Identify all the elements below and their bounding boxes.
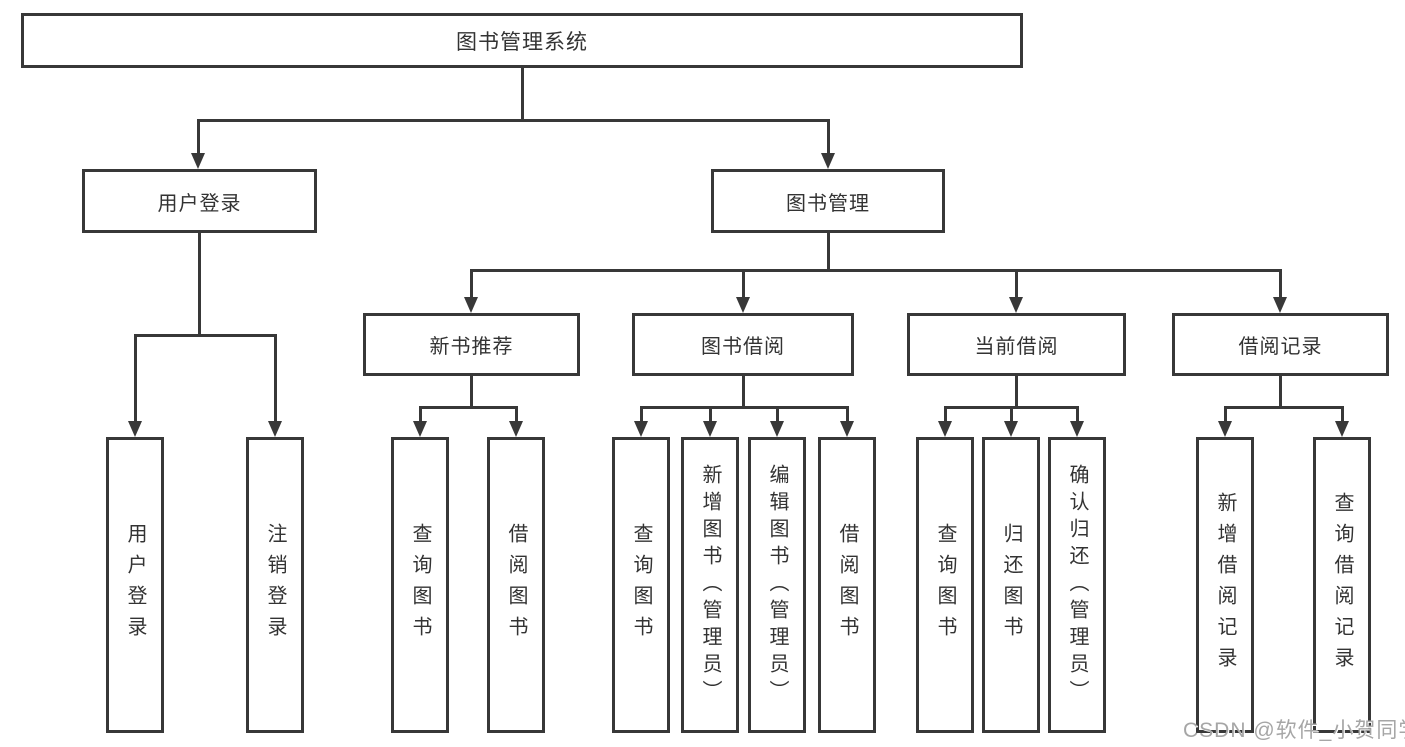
connector-vline <box>134 334 137 423</box>
connector-vline <box>1076 406 1079 423</box>
connector-vline <box>846 406 849 423</box>
connector-vline <box>944 406 947 423</box>
connector-hline <box>134 334 276 337</box>
connector-hline <box>470 269 1281 272</box>
arrowhead-down-icon <box>464 297 478 313</box>
node-borrowing-records: 借阅记录 <box>1172 313 1389 376</box>
arrowhead-down-icon <box>770 421 784 437</box>
leaf-current-return-books-label: 归还图书 <box>1000 523 1022 647</box>
connector-vline <box>419 406 422 423</box>
connector-vline <box>709 406 712 423</box>
arrowhead-down-icon <box>413 421 427 437</box>
leaf-records-query-record-label: 查询借阅记录 <box>1331 492 1353 678</box>
connector-vline <box>470 376 473 409</box>
connector-vline <box>515 406 518 423</box>
leaf-current-confirm-return: 确认归还（管理员） <box>1048 437 1106 733</box>
arrowhead-down-icon <box>1004 421 1018 437</box>
leaf-borrowing-query-books-label: 查询图书 <box>630 523 652 647</box>
arrowhead-down-icon <box>736 297 750 313</box>
arrowhead-down-icon <box>1218 421 1232 437</box>
connector-vline <box>1224 406 1227 423</box>
node-root-label: 图书管理系统 <box>456 30 588 54</box>
connector-vline <box>1015 376 1018 409</box>
connector-hline <box>640 406 848 409</box>
leaf-borrowing-borrow-books-label: 借阅图书 <box>836 523 858 647</box>
leaf-current-return-books: 归还图书 <box>982 437 1040 733</box>
leaf-borrowing-add-books: 新增图书（管理员） <box>681 437 739 733</box>
node-book-borrowing-label: 图书借阅 <box>701 336 785 358</box>
connector-vline <box>198 232 201 336</box>
node-new-book-recommend: 新书推荐 <box>363 313 580 376</box>
arrowhead-down-icon <box>509 421 523 437</box>
leaf-user-login-label: 用户登录 <box>124 523 146 647</box>
node-book-management: 图书管理 <box>711 169 945 233</box>
connector-vline <box>1341 406 1344 423</box>
arrowhead-down-icon <box>1335 421 1349 437</box>
arrowhead-down-icon <box>840 421 854 437</box>
leaf-user-login: 用户登录 <box>106 437 164 733</box>
leaf-borrowing-edit-books-label: 编辑图书（管理员） <box>766 463 788 707</box>
leaf-logout: 注销登录 <box>246 437 304 733</box>
arrowhead-down-icon <box>634 421 648 437</box>
leaf-borrowing-add-books-label: 新增图书（管理员） <box>699 463 721 707</box>
node-user-login-branch-label: 用户登录 <box>157 192 242 215</box>
leaf-logout-label: 注销登录 <box>264 523 286 647</box>
arrowhead-down-icon <box>703 421 717 437</box>
leaf-recommend-query-books: 查询图书 <box>391 437 449 733</box>
leaf-current-query-books-label: 查询图书 <box>934 523 956 647</box>
node-root: 图书管理系统 <box>21 13 1023 68</box>
arrowhead-down-icon <box>1070 421 1084 437</box>
connector-vline <box>470 269 473 300</box>
connector-vline <box>521 66 524 122</box>
connector-vline <box>742 269 745 300</box>
leaf-records-add-record: 新增借阅记录 <box>1196 437 1254 733</box>
connector-vline <box>742 376 745 409</box>
connector-vline <box>1279 269 1282 300</box>
node-borrowing-records-label: 借阅记录 <box>1238 336 1323 358</box>
leaf-borrowing-borrow-books: 借阅图书 <box>818 437 876 733</box>
arrowhead-down-icon <box>1273 297 1287 313</box>
arrowhead-down-icon <box>821 153 835 169</box>
leaf-records-add-record-label: 新增借阅记录 <box>1214 492 1236 678</box>
node-book-management-label: 图书管理 <box>786 192 870 215</box>
leaf-current-query-books: 查询图书 <box>916 437 974 733</box>
connector-vline <box>1015 269 1018 300</box>
node-current-borrowing-label: 当前借阅 <box>974 336 1059 358</box>
connector-vline <box>1279 376 1282 409</box>
node-current-borrowing: 当前借阅 <box>907 313 1126 376</box>
watermark: CSDN @软件_小贺同学 <box>1183 719 1405 742</box>
connector-hline <box>419 406 517 409</box>
leaf-records-query-record: 查询借阅记录 <box>1313 437 1371 733</box>
leaf-borrowing-edit-books: 编辑图书（管理员） <box>748 437 806 733</box>
connector-vline <box>827 119 830 155</box>
node-user-login-branch: 用户登录 <box>82 169 317 233</box>
connector-hline <box>197 119 830 122</box>
arrowhead-down-icon <box>938 421 952 437</box>
arrowhead-down-icon <box>191 153 205 169</box>
connector-vline <box>827 232 830 272</box>
connector-vline <box>274 334 277 423</box>
arrowhead-down-icon <box>1009 297 1023 313</box>
leaf-recommend-borrow-books-label: 借阅图书 <box>505 523 527 647</box>
connector-vline <box>1010 406 1013 423</box>
leaf-recommend-query-books-label: 查询图书 <box>409 523 431 647</box>
connector-hline <box>1224 406 1343 409</box>
connector-vline <box>197 119 200 155</box>
connector-vline <box>640 406 643 423</box>
arrowhead-down-icon <box>268 421 282 437</box>
node-book-borrowing: 图书借阅 <box>632 313 854 376</box>
connector-vline <box>776 406 779 423</box>
leaf-borrowing-query-books: 查询图书 <box>612 437 670 733</box>
leaf-recommend-borrow-books: 借阅图书 <box>487 437 545 733</box>
node-new-book-recommend-label: 新书推荐 <box>429 336 514 358</box>
leaf-current-confirm-return-label: 确认归还（管理员） <box>1066 463 1088 707</box>
arrowhead-down-icon <box>128 421 142 437</box>
